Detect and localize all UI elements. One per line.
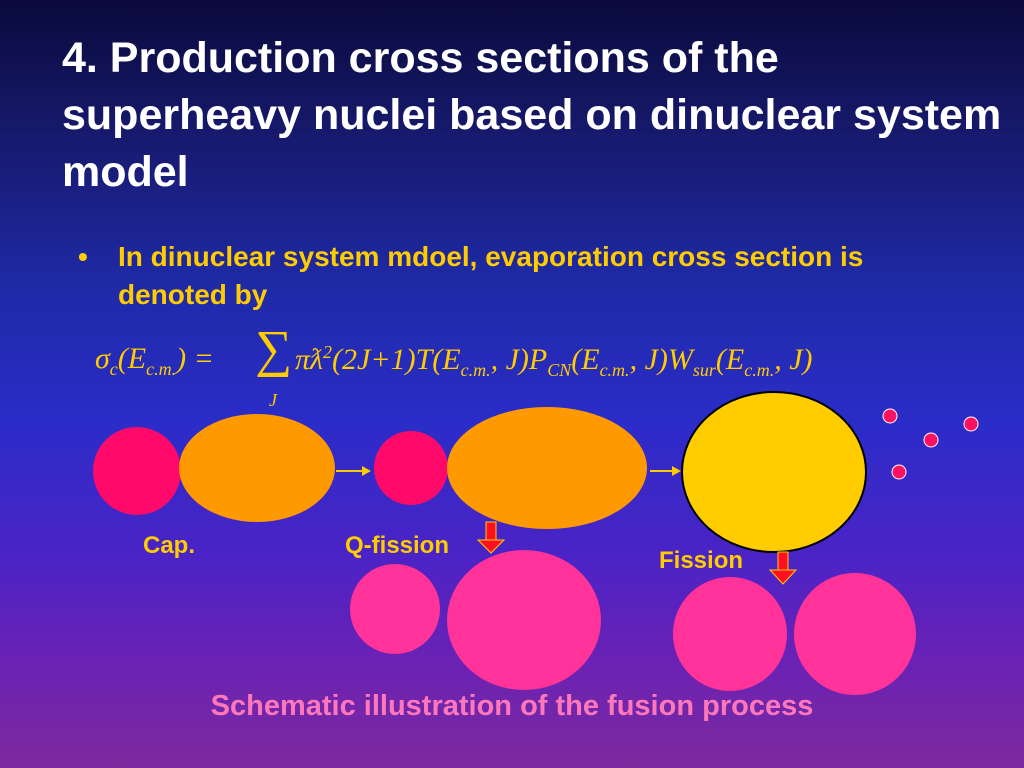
neutron-3 <box>963 416 979 432</box>
bullet-text: In dinuclear system mdoel, evaporation c… <box>118 241 864 310</box>
arrowhead-2 <box>672 466 681 476</box>
formula-lhs: σc(Ec.m.) = <box>95 342 214 379</box>
projectile-nucleus-capture <box>93 427 181 515</box>
neutron-4 <box>891 464 907 480</box>
sum-index: J <box>269 390 277 410</box>
fission-fragment-left <box>673 577 787 691</box>
sum-symbol: ∑ <box>255 321 293 378</box>
projectile-nucleus-dns <box>374 431 448 505</box>
neutron-2 <box>923 432 939 448</box>
formula-rhs: πƛ2(2J+1)T(Ec.m., J)PCN(Ec.m., J)Wsur(Ec… <box>295 342 813 380</box>
fission-label: Fission <box>659 547 744 574</box>
qfission-fragment-small <box>350 564 440 654</box>
compound-nucleus <box>681 391 867 553</box>
capture-label: Cap. <box>143 532 196 559</box>
fission-fragment-right <box>794 573 916 695</box>
diagram-caption: Schematic illustration of the fusion pro… <box>210 690 814 722</box>
bullet-item: • In dinuclear system mdoel, evaporation… <box>78 238 898 314</box>
target-nucleus-dns <box>447 407 647 529</box>
slide-title: 4. Production cross sections of the supe… <box>62 34 1002 196</box>
qfission-fragment-large <box>447 550 601 690</box>
arrowhead-1 <box>362 466 371 476</box>
bullet-mark: • <box>78 241 88 272</box>
target-nucleus-capture <box>179 414 335 522</box>
qfission-label: Q-fission <box>345 532 450 559</box>
quasi-fission-arrow <box>476 521 506 554</box>
neutron-1 <box>882 408 898 424</box>
fission-arrow <box>768 551 798 585</box>
